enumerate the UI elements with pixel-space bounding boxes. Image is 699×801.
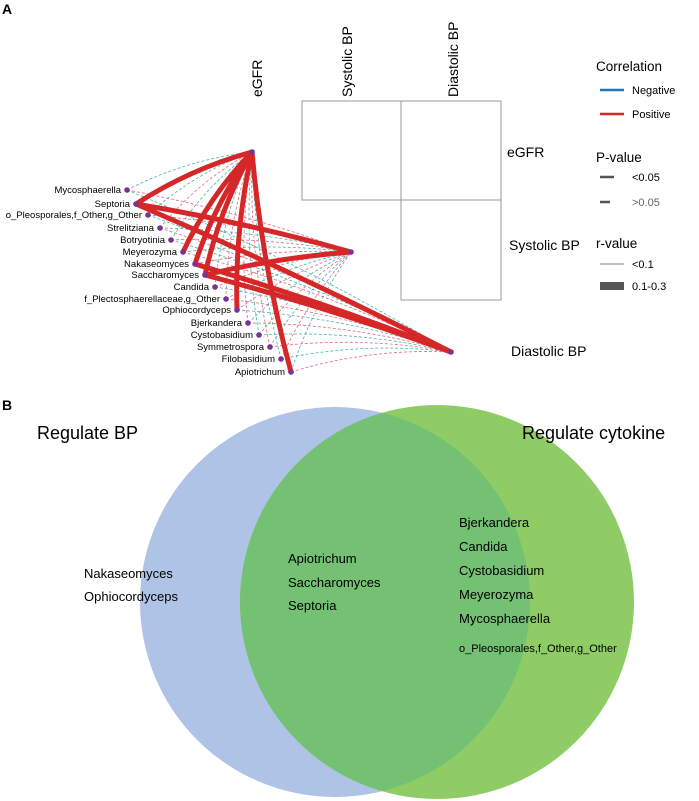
venn-both-item: Saccharomyces: [288, 575, 381, 590]
legend-p-sig-label: <0.05: [632, 172, 660, 184]
taxon-label-saccharomyces: Saccharomyces: [131, 270, 199, 281]
legend-p-ns-label: >0.05: [632, 197, 660, 209]
taxon-label-nakaseomyces: Nakaseomyces: [124, 259, 189, 270]
weak-link: [247, 251, 352, 324]
strong-link-septoria-egfr: [133, 149, 255, 207]
venn-right-item: Meyerozyma: [459, 587, 534, 602]
venn-both-item: Apiotrichum: [288, 551, 357, 566]
taxon-node-candida: [212, 284, 218, 290]
legend-positive-label: Positive: [632, 109, 671, 121]
weak-link: [251, 151, 282, 360]
taxon-node-o-pleosporales-f-other-g-other: [145, 212, 151, 218]
venn-left-item: Nakaseomyces: [84, 566, 173, 581]
weak-link: [248, 151, 260, 336]
taxon-node-mycosphaerella: [124, 187, 130, 193]
weak-link: [126, 189, 452, 353]
legend-r-small-label: <0.1: [632, 259, 654, 271]
column-header-diastolic-bp: Diastolic BP: [445, 22, 461, 97]
correlation-matrix: [301, 100, 502, 301]
taxon-node-cystobasidium: [256, 332, 262, 338]
weak-link: [258, 251, 352, 336]
weak-link: [280, 347, 452, 360]
venn-right-item: Cystobasidium: [459, 563, 544, 578]
matrix-cell-systolic-diastolic: [400, 199, 502, 301]
taxon-label-o-pleosporales-f-other-g-other: o_Pleosporales,f_Other,g_Other: [6, 210, 142, 221]
row-label-systolic-bp: Systolic BP: [509, 237, 580, 253]
target-node-systolic-bp: [348, 249, 354, 255]
row-label-egfr: eGFR: [507, 144, 544, 160]
weak-link: [290, 251, 352, 373]
strong-links-layer: [133, 149, 454, 375]
taxon-label-strelitziana: Strelitziana: [107, 223, 155, 234]
venn-right-item: o_Pleosporales,f_Other,g_Other: [459, 643, 617, 655]
venn-right-item: Candida: [459, 539, 508, 554]
taxon-label-symmetrospora: Symmetrospora: [197, 342, 265, 353]
matrix-cell-egfr-systolic: [301, 100, 402, 201]
strong-link-ophiocordyceps-egfr: [234, 149, 255, 313]
weak-link: [159, 227, 352, 253]
taxon-node-saccharomyces: [202, 272, 208, 278]
taxon-node-meyerozyma: [180, 249, 186, 255]
taxon-node-filobasidium: [278, 356, 284, 362]
weak-link: [290, 351, 452, 373]
legend-r-large-swatch: [600, 282, 624, 290]
target-node-egfr: [249, 149, 255, 155]
column-header-egfr: eGFR: [249, 60, 265, 97]
taxon-node-botryotinia: [168, 237, 174, 243]
panel-a-label: A: [2, 1, 12, 17]
taxa-layer: MycosphaerellaSeptoriao_Pleosporales,f_O…: [6, 185, 294, 378]
weak-link: [251, 151, 271, 348]
legend-pvalue-title: P-value: [596, 150, 642, 165]
taxon-label-filobasidium: Filobasidium: [222, 354, 275, 365]
matrix-cell-egfr-diastolic: [400, 100, 502, 201]
venn-right-item: Bjerkandera: [459, 515, 530, 530]
weak-link: [269, 251, 352, 348]
taxon-node-bjerkandera: [245, 320, 251, 326]
strong-link-septoria-systolic-bp: [133, 201, 354, 255]
venn-left-item: Ophiocordyceps: [84, 589, 178, 604]
taxon-label-septoria: Septoria: [95, 199, 131, 210]
taxon-node-septoria: [133, 201, 139, 207]
venn-diagram: [140, 405, 634, 799]
target-nodes-layer: [249, 149, 454, 355]
taxon-label-apiotrichum: Apiotrichum: [235, 367, 285, 378]
taxon-label-cystobasidium: Cystobasidium: [191, 330, 253, 341]
legend-negative-label: Negative: [632, 85, 675, 97]
taxon-node-apiotrichum: [288, 369, 294, 375]
legend: Correlation Negative Positive P-value <0…: [596, 59, 675, 293]
strong-link-saccharomyces-egfr: [202, 149, 255, 278]
taxon-label-meyerozyma: Meyerozyma: [123, 247, 178, 258]
taxon-node-nakaseomyces: [192, 261, 198, 267]
taxon-label-bjerkandera: Bjerkandera: [191, 318, 243, 329]
venn-left-title: Regulate BP: [37, 423, 138, 443]
legend-correlation-title: Correlation: [596, 59, 662, 74]
legend-r-large-label: 0.1-0.3: [632, 281, 666, 293]
weak-link: [147, 151, 253, 216]
taxon-node-ophiocordyceps: [234, 307, 240, 313]
taxon-node-symmetrospora: [267, 344, 273, 350]
taxon-label-candida: Candida: [174, 282, 210, 293]
venn-both-item: Septoria: [288, 598, 337, 613]
venn-overlap: [240, 407, 530, 797]
taxon-label-botryotinia: Botryotinia: [120, 235, 166, 246]
strong-link-saccharomyces-diastolic-bp: [202, 272, 454, 355]
panel-b-label: B: [2, 397, 12, 413]
venn-right-item: Mycosphaerella: [459, 611, 551, 626]
weak-link: [269, 341, 452, 353]
column-header-systolic-bp: Systolic BP: [339, 26, 355, 97]
venn-right-title: Regulate cytokine: [522, 423, 665, 443]
taxon-node-strelitziana: [157, 225, 163, 231]
taxon-node-f-plectosphaerellaceae-g-other: [223, 296, 229, 302]
legend-rvalue-title: r-value: [596, 236, 637, 251]
taxon-label-ophiocordyceps: Ophiocordyceps: [162, 305, 231, 316]
strong-link-septoria-diastolic-bp: [133, 201, 454, 355]
taxon-label-f-plectosphaerellaceae-g-other: f_Plectosphaerellaceae,g_Other: [84, 294, 220, 305]
target-node-diastolic-bp: [448, 349, 454, 355]
weak-link: [258, 333, 452, 353]
row-label-diastolic-bp: Diastolic BP: [511, 343, 586, 359]
taxon-label-mycosphaerella: Mycosphaerella: [54, 185, 121, 196]
